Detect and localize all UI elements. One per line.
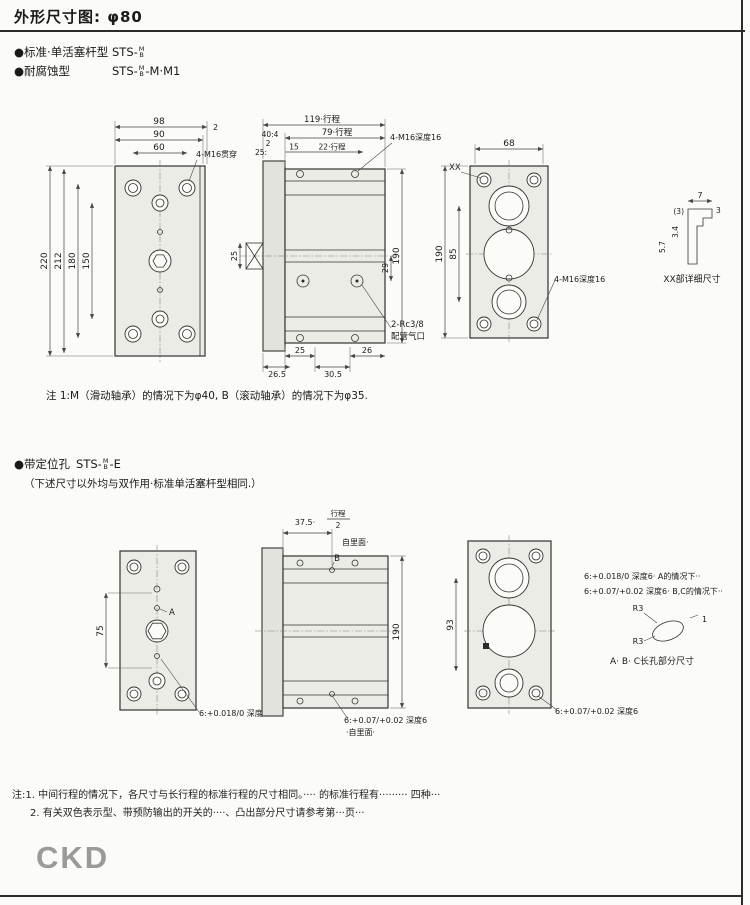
label-2-rc38: 2-Rc3/8 [391,320,424,330]
model-suffix: -M·M1 [145,64,181,78]
footnote-1: 注:1. 中间行程的情况下，各尺寸与长行程的标准行程的尺寸相同。···· 的标准… [12,790,441,801]
label-a: A [169,608,175,618]
model-code-text: STS- [112,64,138,78]
dim-15: 15 [289,143,299,152]
tol-note-a: 6:+0.018/0 深度6· A的情况下·· [584,571,700,581]
dim-85: 85 [449,248,459,259]
model-sub: B [103,463,108,471]
dim-1: 1 [702,615,707,624]
fraction-stroke: 行程 [331,508,346,518]
dim-98: 98 [153,117,165,127]
xx-detail-label: XX部详细尺寸 [663,273,720,285]
model-sup: M [138,44,145,53]
positioning-hole-drawing: A 75 6:+0.018/0 深度6 [96,508,723,737]
label-4-m16-depth16: 4-M16深度16 [390,132,441,142]
section2-subnote: （下述尺寸以外均与双作用·标准单活塞杆型相同.） [24,478,262,490]
label-xx: XX [449,163,461,173]
rear-view: 68 XX 85 190 4-M16深度16 [435,139,605,344]
label-back-face-bottom: ·自里面· [346,727,375,737]
dim-3: 3 [716,206,721,215]
dim-2: 2 [213,123,218,132]
page-right-border [741,0,743,905]
label-4-m16-depth16-rear: 4-M16深度16 [554,274,605,284]
model-suffix: -E [109,457,121,471]
model-code-standard: STS- M B [112,45,145,59]
dim-30-5: 30.5 [324,370,342,379]
dim-90: 90 [153,130,165,140]
slot-detail: 6:+0.018/0 深度6· A的情况下·· 6:+0.07/+0.02 深度… [584,571,723,667]
dim-180: 180 [68,252,78,269]
dim-25-bottom: 25 [295,346,305,355]
model-code-stack: M B [102,456,109,471]
front-view: 98 2 90 60 4-M16贯穿 220 212 180 150 [40,117,237,362]
page-title: 外形尺寸图: φ80 [14,8,143,26]
dim-190-rear: 190 [435,245,445,262]
xx-detail: 7 3 (3) 3.4 5.7 XX部详细尺寸 [658,191,721,285]
dim-26-5: 26.5 [268,370,286,379]
fraction-two: 2 [336,521,341,530]
positioning-hole-label: ●带定位孔 [14,457,71,471]
tol-note-bc: 6:+0.07/+0.02 深度6· B,C的情况下·· [584,586,723,596]
dim-7: 7 [697,191,702,200]
label-piping-port: 配管气口 [391,331,425,342]
dim-75: 75 [96,625,106,636]
corrosion-type-label: ●耐腐蚀型 [14,64,71,78]
model-code-e: STS- M B -E [76,457,121,471]
page-bottom-border [0,895,743,897]
dim-190-e: 190 [392,623,402,640]
dim-22-stroke: 22·行程 [319,142,346,152]
label-tol-bc-mid: 6:+0.07/+0.02 深度6 [344,715,427,725]
title-divider [0,30,745,32]
dim-37-5: 37.5· [295,518,315,527]
dim-40-tol-top: 40:4 [262,130,279,139]
section2-header: ●带定位孔 STS- M B -E [14,456,121,472]
side-view: 119·行程 40:4 2 79·行程 25: 15 22·行程 4-M16深度… [230,114,441,379]
model-sup: M [138,63,145,72]
model-sup: M [102,456,109,465]
dim-25-left: 25 [230,251,239,261]
dim-119-stroke: 119·行程 [304,114,340,125]
standard-type-label: ●标准·单活塞杆型 [14,45,109,59]
dim-26: 26 [362,346,372,355]
front-view-e: A 75 6:+0.018/0 深度6 [96,545,268,718]
model-line-corrosion: ●耐腐蚀型 STS- M B -M·M1 [14,63,180,79]
model-code-stack: M B [138,63,145,78]
model-line-standard: ●标准·单活塞杆型 STS- M B [14,44,145,60]
standard-type-drawing: 98 2 90 60 4-M16贯穿 220 212 180 150 [40,114,721,379]
ckd-logo: CKD [36,840,110,875]
label-tol-a: 6:+0.018/0 深度6 [199,708,268,718]
dim-29: 29 [381,263,390,273]
dim-68: 68 [503,139,515,149]
dim-212: 212 [54,252,64,269]
slot-detail-label: A· B· C长孔部分尺寸 [610,655,694,667]
dim-150: 150 [82,252,92,269]
dim-r3-bottom: R3 [633,637,644,646]
dim-3-4: 3.4 [671,226,680,238]
label-back-face-top: 自里面· [342,537,369,547]
model-code-text: STS- [76,457,102,471]
dim-220: 220 [40,252,50,269]
model-code-corrosion: STS- M B -M·M1 [112,64,180,78]
bearing-note: 注 1:M（滑动轴承）的情况下为φ40, B（滚动轴承）的情况下为φ35. [46,390,368,402]
label-b: B [334,554,340,564]
model-code-stack: M B [138,44,145,59]
model-sub: B [139,70,144,78]
dim-79-stroke: 79·行程 [322,127,353,138]
dim-40-tol-bottom: 2 [266,139,271,148]
dim-93: 93 [446,619,456,630]
footnote-2: 2. 有关双色表示型、带预防输出的开关的····、凸出部分尺寸请参考第···页·… [30,808,365,819]
model-sub: B [139,51,144,59]
dim-r3-top: R3 [633,604,644,613]
dim-190-side: 190 [392,247,402,264]
dim-5-7: 5.7 [658,241,667,253]
model-code-text: STS- [112,45,138,59]
dim-25-top: 25: [255,148,267,157]
label-tol-bc-rear: 6:+0.07/+0.02 深度6 [555,706,638,716]
rear-view-e: 93 6:+0.07/+0.02 深度6 [446,535,638,716]
dim-3-paren: (3) [673,207,684,216]
side-view-e: 37.5· 行程 2 自里面· B 190 6:+0.07/+0.02 深度6 … [255,508,427,737]
dim-60: 60 [153,143,165,153]
label-4-m16-through: 4-M16贯穿 [196,149,237,159]
